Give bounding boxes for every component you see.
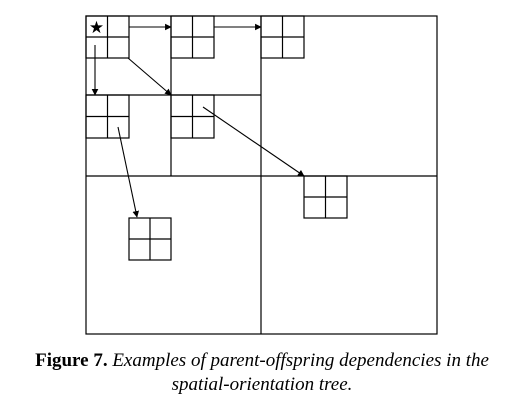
arrow-root-to-center [127, 57, 172, 96]
spatial-orientation-tree-diagram: ★ [85, 15, 438, 335]
root-block [85, 15, 130, 59]
caption-text-2: spatial-orientation tree. [171, 374, 353, 395]
root-star-icon: ★ [89, 18, 104, 38]
offspring-block-center [170, 94, 215, 139]
offspring-block-left-middle [85, 94, 130, 139]
figure-label: Figure 7. [35, 350, 108, 371]
offspring-block-top-middle [170, 15, 215, 59]
offspring-block-bottom-right [303, 175, 348, 219]
arrow-left-middle-to-bottom-left [117, 126, 140, 218]
offspring-block-bottom-left [128, 217, 172, 261]
caption-line-1: Figure 7. Examples of parent-offspring d… [0, 349, 524, 373]
caption-text-1: Examples of parent-offspring dependencie… [112, 350, 489, 371]
figure-caption: Figure 7. Examples of parent-offspring d… [0, 349, 524, 397]
arrow-center-to-bottom-right [202, 106, 305, 177]
caption-line-2: spatial-orientation tree. [0, 373, 524, 397]
offspring-block-top-right [260, 15, 305, 59]
